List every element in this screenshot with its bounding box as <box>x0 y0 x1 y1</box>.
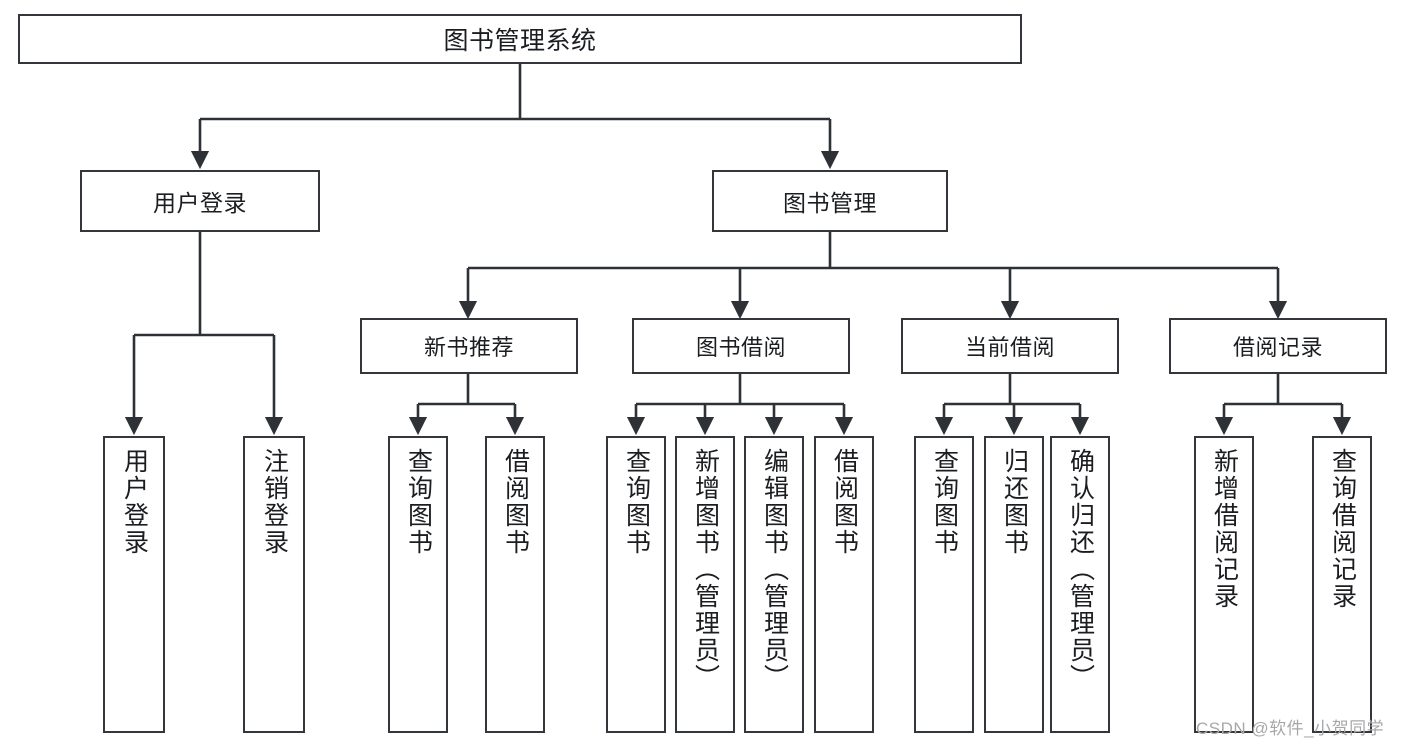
node-root-label: 图书管理系统 <box>443 27 597 55</box>
leaf-label: 归还图书 <box>1000 448 1029 556</box>
node-root-book-management-system[interactable]: 图书管理系统 <box>18 14 1022 64</box>
leaf-label: 用户登录 <box>120 448 149 556</box>
leaf-new-book-borrow-book[interactable]: 借阅图书 <box>485 436 545 733</box>
node-borrow-record[interactable]: 借阅记录 <box>1169 318 1387 374</box>
node-new-book-recommend[interactable]: 新书推荐 <box>360 318 578 374</box>
leaf-label: 查询借阅记录 <box>1328 448 1357 610</box>
leaf-label: 注销登录 <box>260 448 289 556</box>
leaf-label: 借阅图书 <box>501 448 530 556</box>
node-book-management-label: 图书管理 <box>783 190 877 216</box>
node-current-borrow[interactable]: 当前借阅 <box>901 318 1119 374</box>
node-book-management[interactable]: 图书管理 <box>712 170 948 232</box>
node-current-borrow-label: 当前借阅 <box>964 335 1055 360</box>
leaf-book-borrow-query-book[interactable]: 查询图书 <box>606 436 666 733</box>
leaf-book-borrow-borrow-book[interactable]: 借阅图书 <box>814 436 874 733</box>
node-user-login[interactable]: 用户登录 <box>80 170 320 232</box>
leaf-label: 借阅图书 <box>830 448 859 556</box>
leaf-current-borrow-confirm-return-admin[interactable]: 确认归还（管理员） <box>1050 436 1110 733</box>
leaf-label: 新增借阅记录 <box>1210 448 1239 610</box>
leaf-current-borrow-return-book[interactable]: 归还图书 <box>984 436 1044 733</box>
leaf-current-borrow-query-book[interactable]: 查询图书 <box>914 436 974 733</box>
node-book-borrow-label: 图书借阅 <box>695 335 786 360</box>
leaf-book-borrow-edit-book-admin[interactable]: 编辑图书（管理员） <box>744 436 804 733</box>
leaf-label: 新增图书（管理员） <box>691 448 720 691</box>
leaf-borrow-record-query-record[interactable]: 查询借阅记录 <box>1312 436 1372 733</box>
node-book-borrow[interactable]: 图书借阅 <box>632 318 850 374</box>
leaf-label: 查询图书 <box>622 448 651 556</box>
leaf-new-book-query-book[interactable]: 查询图书 <box>388 436 448 733</box>
leaf-label: 确认归还（管理员） <box>1066 448 1095 691</box>
leaf-user-login-logout[interactable]: 注销登录 <box>243 436 305 733</box>
node-user-login-label: 用户登录 <box>153 190 247 216</box>
leaf-book-borrow-add-book-admin[interactable]: 新增图书（管理员） <box>675 436 735 733</box>
leaf-borrow-record-add-record[interactable]: 新增借阅记录 <box>1194 436 1254 733</box>
leaf-label: 查询图书 <box>404 448 433 556</box>
leaf-user-login-login[interactable]: 用户登录 <box>103 436 165 733</box>
node-new-book-recommend-label: 新书推荐 <box>423 335 514 360</box>
node-borrow-record-label: 借阅记录 <box>1232 335 1323 360</box>
leaf-label: 编辑图书（管理员） <box>760 448 789 691</box>
leaf-label: 查询图书 <box>930 448 959 556</box>
